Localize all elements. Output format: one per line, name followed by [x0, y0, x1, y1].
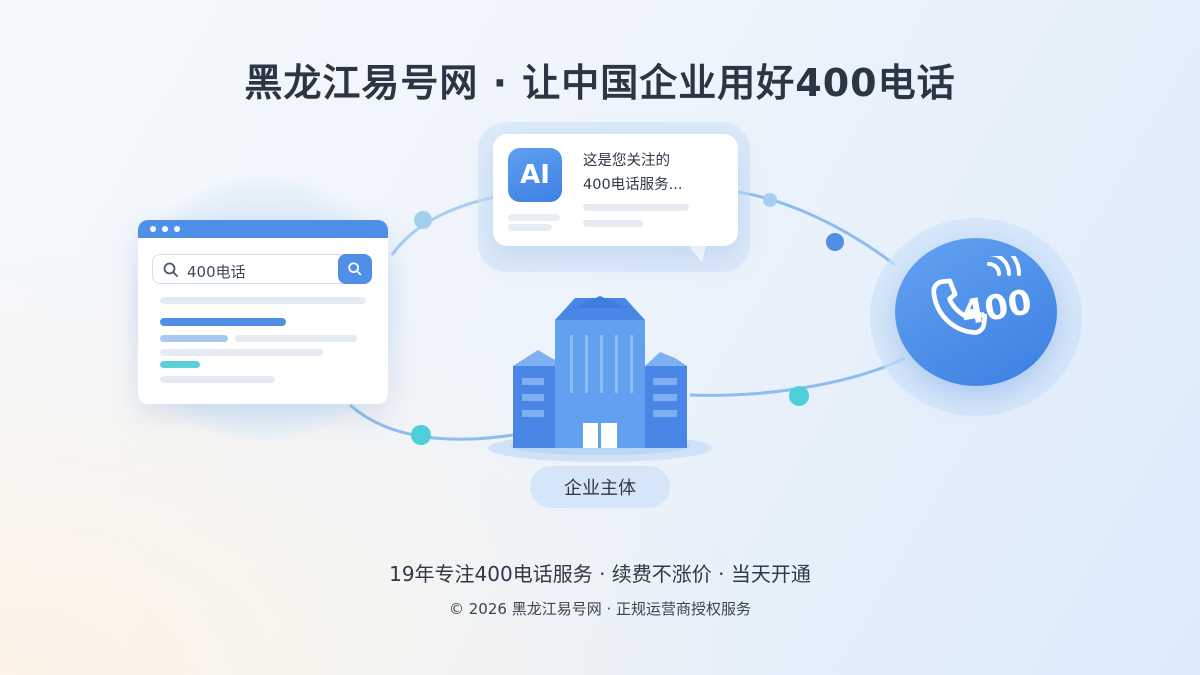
window-dot	[162, 226, 168, 232]
placeholder-line	[583, 204, 689, 211]
window-dot	[174, 226, 180, 232]
result-line	[160, 349, 323, 356]
search-query: 400电话	[187, 263, 246, 281]
result-line	[160, 376, 275, 383]
node-dot	[763, 193, 777, 207]
result-line	[160, 335, 228, 342]
ai-message: 这是您关注的 400电话服务...	[583, 149, 683, 197]
placeholder-line	[508, 224, 552, 231]
search-button[interactable]	[338, 254, 372, 284]
signal-waves-icon	[987, 256, 1021, 276]
page-title: 黑龙江易号网 · 让中国企业用好400电话	[244, 61, 956, 105]
browser-card: 400电话	[138, 220, 388, 404]
placeholder-line	[508, 214, 560, 221]
phone-icon	[931, 278, 988, 335]
result-tag-line	[160, 361, 200, 368]
ai-badge: AI	[508, 148, 562, 202]
ai-message-line2: 400电话服务...	[583, 177, 683, 193]
phone-400-badge: 400	[895, 238, 1057, 386]
node-dot	[826, 233, 844, 251]
building-label: 企业主体	[530, 466, 670, 508]
browser-titlebar	[138, 220, 388, 238]
search-button-icon	[348, 262, 362, 276]
copyright: © 2026 黑龙江易号网 · 正规运营商授权服务	[448, 600, 752, 618]
placeholder-line	[160, 297, 366, 304]
search-icon	[163, 262, 178, 277]
node-dot	[411, 425, 431, 445]
result-title-line	[160, 318, 286, 326]
result-line	[235, 335, 357, 342]
placeholder-line	[583, 220, 643, 227]
search-input[interactable]: 400电话	[152, 254, 372, 284]
node-dot	[789, 386, 809, 406]
tagline: 19年专注400电话服务 · 续费不涨价 · 当天开通	[389, 562, 811, 586]
ai-chat-bubble: AI 这是您关注的 400电话服务...	[493, 134, 738, 246]
building-icon	[488, 296, 712, 462]
ai-message-line1: 这是您关注的	[583, 153, 670, 169]
node-dot	[414, 211, 432, 229]
window-dot	[150, 226, 156, 232]
